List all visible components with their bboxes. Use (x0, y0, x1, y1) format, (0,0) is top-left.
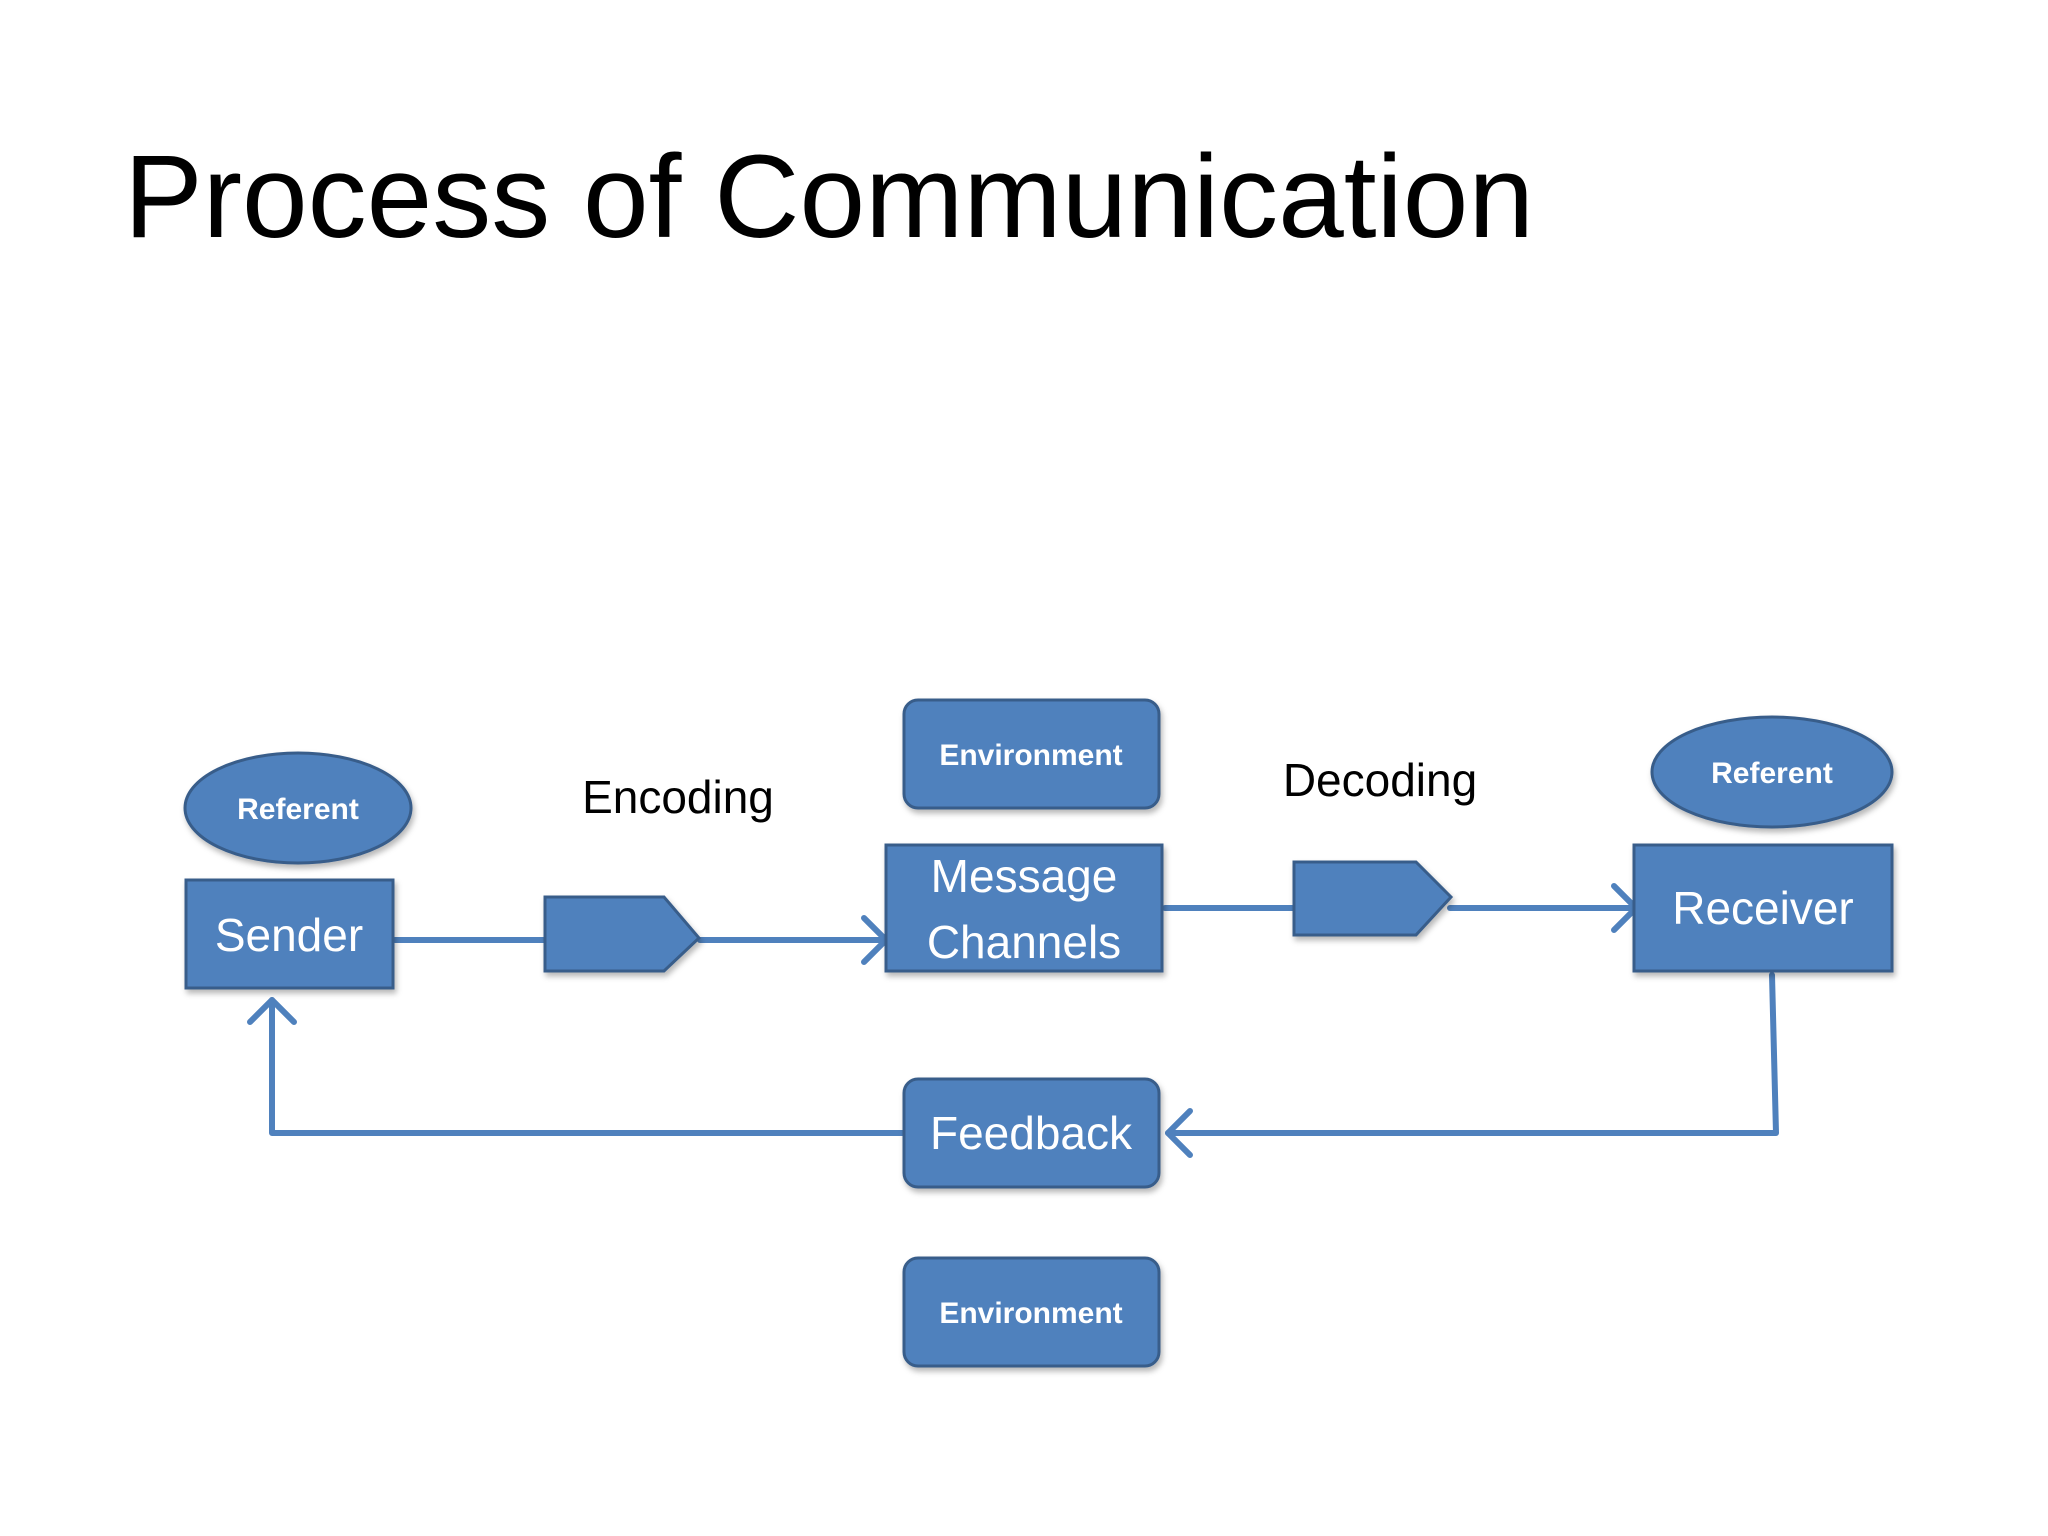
sender-referent-label: Referent (237, 793, 359, 826)
message-channels-label-line1: Message (931, 850, 1118, 902)
receiver-label: Receiver (1672, 882, 1854, 934)
receiver-referent-node: Referent (1650, 715, 1894, 829)
environment-top-label: Environment (939, 739, 1122, 772)
message-channels-node: Message Channels (884, 843, 1164, 973)
environment-bottom-node: Environment (902, 1256, 1161, 1368)
connectors (247, 883, 1779, 1158)
feedback-node: Feedback (902, 1077, 1161, 1189)
encoder-shape (543, 895, 702, 973)
decoding-label: Decoding (1283, 754, 1477, 806)
receiver-to-feedback-line (1165, 972, 1779, 1136)
sender-arrow-head (247, 997, 297, 1025)
sender-referent-node: Referent (183, 751, 413, 865)
decoder-shape (1292, 860, 1454, 937)
message-channels-label-line2: Channels (927, 916, 1121, 968)
sender-node: Sender (184, 878, 395, 990)
feedback-arrow-head (1165, 1108, 1193, 1158)
sender-label: Sender (215, 909, 363, 961)
slide-title: Process of Communication (124, 131, 1535, 263)
encoding-label: Encoding (582, 771, 774, 823)
receiver-node: Receiver (1632, 843, 1894, 973)
environment-bottom-label: Environment (939, 1297, 1122, 1330)
receiver-referent-label: Referent (1711, 757, 1833, 790)
feedback-to-sender-line (269, 997, 908, 1136)
feedback-label: Feedback (930, 1107, 1133, 1159)
environment-top-node: Environment (902, 698, 1161, 810)
